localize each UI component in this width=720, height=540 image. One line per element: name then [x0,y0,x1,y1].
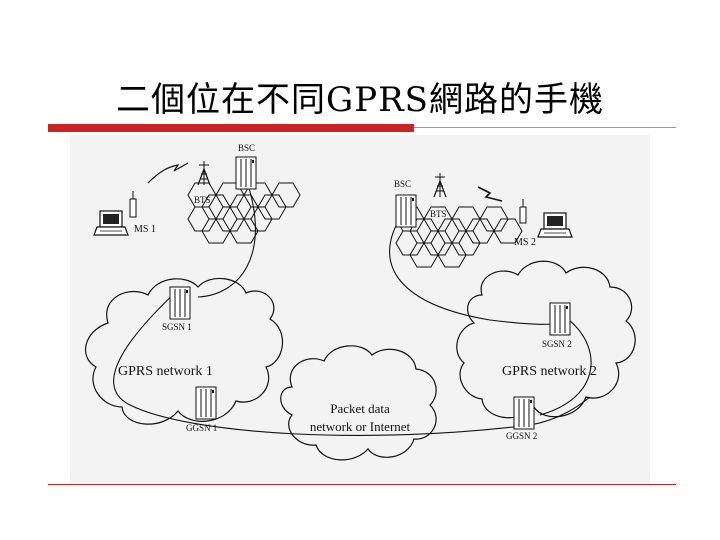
ggsn2-rack-icon [513,396,535,430]
title-underline-grey [414,127,676,128]
gprs-network-diagram: BSC BTS MS 1 BSC BTS MS 2 SGSN 1 GPRS ne… [70,135,650,483]
radio-link-left [147,162,189,184]
footer-rule [48,484,676,485]
ms1-label: MS 1 [134,224,156,235]
bts-right-tower-icon [433,172,447,198]
bsc-left-rack-icon [235,156,257,190]
ggsn1-label: GGSN 1 [186,423,217,433]
sgsn2-rack-icon [549,302,571,336]
radio-link-right [477,186,503,202]
ggsn2-label: GGSN 2 [506,431,537,441]
ms2-label: MS 2 [514,237,536,248]
sgsn1-rack-icon [169,286,191,320]
cloud-packet-data-network [280,345,437,461]
cloud-gprs-network-1 [85,277,284,425]
ms1-laptop-icon [93,210,129,236]
ms2-handset-icon [519,199,527,224]
network2-label: GPRS network 2 [502,364,597,379]
bts-right-label: BTS [430,209,447,219]
sgsn1-label: SGSN 1 [162,322,192,332]
sgsn2-label: SGSN 2 [542,339,572,349]
bsc-right-label: BSC [394,179,411,189]
title-underline-red [48,124,414,132]
bts-left-label: BTS [194,195,211,205]
diagram-svg: BSC BTS MS 1 BSC BTS MS 2 SGSN 1 GPRS ne… [85,143,636,461]
ms1-handset-icon [129,191,137,218]
cloud-gprs-network-2 [456,260,636,419]
cell-cluster-left [187,182,301,244]
bts-left-tower-icon [197,160,211,186]
bsc-right-rack-icon [395,194,417,228]
ms2-laptop-icon [537,212,573,238]
pdn-label-line2: network or Internet [310,419,411,434]
ggsn1-rack-icon [195,386,217,420]
bsc-left-label: BSC [238,143,255,153]
pdn-label-line1: Packet data [330,401,390,416]
slide-title: 二個位在不同GPRS網路的手機 [116,80,604,120]
connection-paths [113,184,592,436]
network1-label: GPRS network 1 [118,364,213,379]
